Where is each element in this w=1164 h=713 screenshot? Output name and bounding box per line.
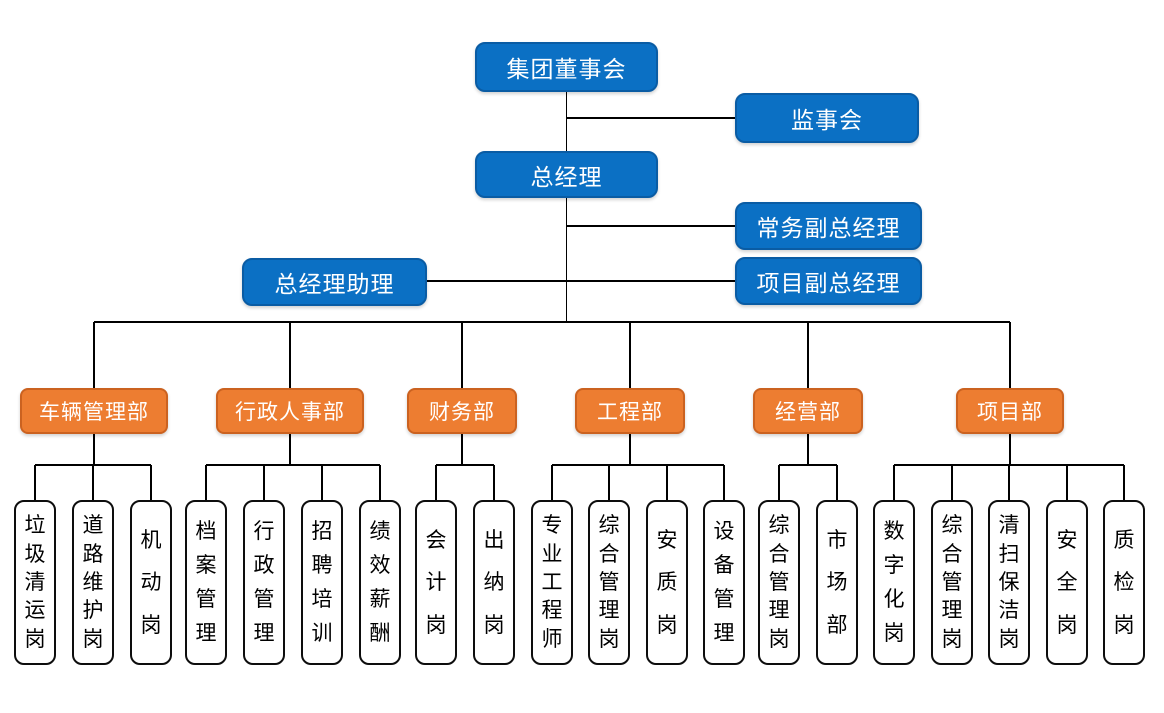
connector [379, 465, 381, 500]
connector [565, 198, 568, 322]
connector [629, 322, 631, 388]
node-executive-deputy-gm: 常务副总经理 [735, 202, 922, 250]
department-node: 经营部 [753, 388, 863, 434]
connector [34, 465, 36, 500]
department-node: 车辆管理部 [20, 388, 168, 434]
node-board-of-directors: 集团董事会 [475, 42, 658, 92]
connector [894, 464, 1124, 466]
position-node: 数字化岗 [873, 500, 915, 665]
connector [461, 434, 463, 465]
position-node: 清扫保洁岗 [988, 500, 1030, 665]
connector [93, 434, 95, 465]
node-general-manager: 总经理 [475, 151, 658, 198]
connector [321, 465, 323, 500]
connector [436, 464, 494, 466]
connector [778, 465, 780, 500]
connector [723, 465, 725, 500]
connector [836, 465, 838, 500]
connector [427, 280, 735, 282]
position-node: 安全岗 [1046, 500, 1088, 665]
connector [205, 465, 207, 500]
position-node: 道路维护岗 [72, 500, 114, 665]
connector [92, 465, 94, 500]
connector [807, 322, 809, 388]
position-node: 综合管理岗 [931, 500, 973, 665]
connector [608, 465, 610, 500]
position-node: 行政管理 [243, 500, 285, 665]
position-node: 质检岗 [1103, 500, 1145, 665]
connector [951, 465, 953, 500]
position-node: 安质岗 [646, 500, 688, 665]
position-node: 专业工程师 [531, 500, 573, 665]
connector [1066, 465, 1068, 500]
connector [35, 464, 151, 466]
connector [93, 322, 95, 388]
node-project-deputy-gm: 项目副总经理 [735, 257, 922, 305]
department-node: 项目部 [956, 388, 1064, 434]
position-node: 绩效薪酬 [359, 500, 401, 665]
connector [551, 465, 553, 500]
position-node: 市场部 [816, 500, 858, 665]
department-node: 行政人事部 [216, 388, 364, 434]
position-node: 出纳岗 [473, 500, 515, 665]
connector [629, 434, 631, 465]
department-node: 财务部 [407, 388, 517, 434]
position-node: 设备管理 [703, 500, 745, 665]
connector [666, 465, 668, 500]
node-supervisory-board: 监事会 [735, 93, 919, 143]
position-node: 机动岗 [130, 500, 172, 665]
connector [1123, 465, 1125, 500]
position-node: 垃圾清运岗 [14, 500, 56, 665]
department-node: 工程部 [575, 388, 685, 434]
connector [263, 465, 265, 500]
connector [552, 464, 724, 466]
connector [1009, 434, 1011, 465]
connector [94, 321, 1010, 323]
connector [893, 465, 895, 500]
position-node: 综合管理岗 [758, 500, 800, 665]
connector [1009, 322, 1011, 388]
connector [206, 464, 380, 466]
connector [150, 465, 152, 500]
connector [779, 464, 837, 466]
connector [565, 92, 568, 151]
connector [289, 434, 291, 465]
connector [1008, 465, 1010, 500]
position-node: 档案管理 [185, 500, 227, 665]
connector [566, 225, 735, 227]
connector [435, 465, 437, 500]
node-gm-assistant: 总经理助理 [242, 258, 427, 306]
connector [461, 322, 463, 388]
connector [289, 322, 291, 388]
connector [493, 465, 495, 500]
connector [807, 434, 809, 465]
position-node: 招聘培训 [301, 500, 343, 665]
position-node: 综合管理岗 [588, 500, 630, 665]
position-node: 会计岗 [415, 500, 457, 665]
connector [566, 117, 735, 119]
